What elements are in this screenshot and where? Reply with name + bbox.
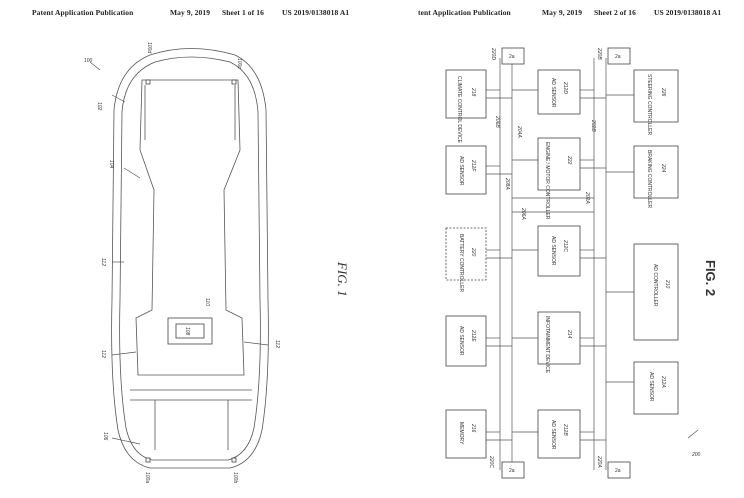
ref-112-c: 112 (274, 340, 280, 348)
block-ad-sensor-212b (537, 409, 581, 459)
header-sheet: Sheet 1 of 16 (222, 8, 264, 17)
block-climate-control-device (445, 69, 487, 119)
patent-page-sheet-1: Patent Application Publication May 9, 20… (0, 8, 372, 483)
block-ref: 218 (470, 87, 476, 97)
block-ad-sensor-212a (633, 361, 679, 415)
terminal-ref: 220A (596, 455, 602, 468)
block-name: STEERING CONTROLLER (646, 74, 652, 136)
block-name: AD SENSOR (458, 156, 464, 186)
block-ref: 212E (470, 329, 476, 342)
ref-106: 106 (102, 432, 108, 441)
bus-ref-206b: 206B (494, 115, 500, 128)
block-ref: 212C (562, 239, 568, 252)
block-name: AD SENSOR (550, 78, 556, 108)
ref-108: 108 (184, 327, 190, 336)
terminal-label: 2a (509, 468, 515, 474)
ref-100d: 100d (146, 42, 152, 53)
block-ref: 224 (660, 163, 666, 173)
figure-label: FIG. 1 (335, 261, 350, 297)
block-ad-sensor-212d (537, 69, 581, 115)
block-ref: 210 (664, 279, 670, 289)
terminal-label: 2a (509, 54, 515, 60)
block-infotainment-device (537, 311, 581, 365)
block-name: AD SENSOR (458, 326, 464, 356)
block-name: INFOTAINMENT DEVICE (544, 316, 550, 374)
block-battery-controller (445, 227, 487, 281)
terminal-label: 2a (615, 54, 621, 60)
terminal-220d (501, 47, 525, 65)
ref-100c: 100c (236, 58, 242, 69)
bus-ref-202a: 202A (584, 191, 590, 204)
terminal-ref: 220B (596, 47, 602, 60)
block-ad-sensor-212c (537, 225, 581, 277)
block-memory (445, 409, 487, 459)
vehicle-frame (135, 79, 245, 376)
figure-ref: 200 (691, 452, 701, 458)
block-ad-sensor-212f (445, 145, 487, 195)
header-number: US 2019/0138018 A1 (282, 8, 350, 17)
bus-ref-202b: 202B (590, 119, 596, 132)
vehicle-drawing: 100 102 104 112 112 112 110 108 106 100a… (84, 42, 350, 483)
ref-102: 102 (96, 102, 102, 111)
header-date: May 9, 2019 (542, 8, 583, 17)
header-publication: tent Application Publication (418, 8, 511, 17)
header-publication: Patent Application Publication (32, 8, 134, 17)
block-ref: 212B (562, 423, 568, 436)
block-engine-motor-controller (537, 137, 581, 191)
block-name: ENGINE / MOTOR CONTROLLER (544, 142, 550, 220)
page-header: tent Application Publication May 9, 2019… (372, 8, 744, 22)
block-name: AD SENSOR (648, 372, 654, 402)
block-name: BRAKING CONTROLLER (646, 150, 652, 208)
block-steering-controller (633, 69, 679, 123)
header-date: May 9, 2019 (170, 8, 211, 17)
block-ref: 220 (470, 247, 476, 257)
header-number: US 2019/0138018 A1 (654, 8, 722, 17)
block-name: BATTERY CONTROLLER (458, 234, 464, 292)
block-ref: 226 (660, 87, 666, 97)
ref-104: 104 (108, 160, 114, 169)
block-ad-controller (633, 243, 679, 341)
figure-label: FIG. 2 (703, 260, 718, 296)
header-sheet: Sheet 2 of 16 (594, 8, 636, 17)
block-name: AD SENSOR (550, 236, 556, 266)
block-ref: 212F (470, 159, 476, 172)
ref-100b: 100b (232, 472, 238, 483)
ref-112-a: 112 (100, 258, 106, 266)
ref-112-b: 112 (100, 350, 106, 358)
block-ref: 214 (566, 329, 572, 339)
terminal-ref: 220D (490, 47, 496, 60)
ref-100a: 100a (144, 472, 150, 483)
vehicle-inner-body (119, 56, 261, 461)
block-name: AD SENSOR (550, 420, 556, 450)
vehicle-outer-body (111, 48, 269, 469)
block-diagram: 2a 220D 2a 220B 2a 220C 2a 220A CLIMATE … (445, 47, 718, 479)
block-name: AD CONTROLLER (652, 264, 658, 307)
terminal-ref: 220C (488, 455, 494, 468)
bus-ref-204a: 204A (516, 125, 522, 138)
block-ref: 216 (470, 423, 476, 433)
terminal-label: 2a (615, 468, 621, 474)
block-name: CLIMATE CONTROL DEVICE (456, 76, 462, 144)
terminal-220b (607, 47, 631, 65)
bus-ref-208a: 208A (504, 177, 510, 190)
block-ref: 212D (562, 81, 568, 94)
patent-page-sheet-2: tent Application Publication May 9, 2019… (372, 0, 744, 498)
terminal-220a (607, 461, 631, 479)
bus-ref-206a: 206A (520, 207, 526, 220)
control-unit-inner (175, 323, 205, 339)
block-braking-controller (633, 145, 679, 199)
block-ref: 212A (660, 375, 666, 388)
page-header: Patent Application Publication May 9, 20… (0, 8, 372, 22)
terminal-220c (501, 461, 525, 479)
block-name: MEMORY (458, 422, 464, 445)
block-ref: 222 (566, 155, 572, 165)
ref-100: 100 (84, 58, 93, 64)
block-ad-sensor-212e (445, 315, 487, 367)
ref-110: 110 (204, 298, 210, 306)
